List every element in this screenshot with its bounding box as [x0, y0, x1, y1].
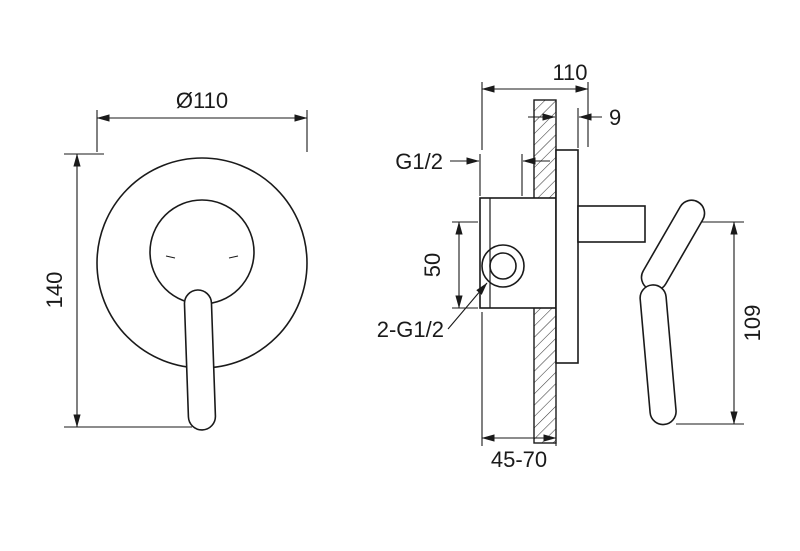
label-side-width: 110: [552, 60, 587, 85]
dim-side-width: 110: [481, 60, 589, 150]
dim-top-connection: G1/2: [395, 149, 550, 196]
dim-front-diameter: Ø110: [96, 88, 308, 152]
dim-front-height: 140: [42, 153, 192, 428]
label-front-height: 140: [42, 272, 67, 309]
inlet-port-outer-circle: [481, 244, 525, 288]
lever-handle-front: [183, 289, 217, 431]
dim-plate-thickness: 9: [528, 105, 621, 148]
label-inlet-connections: 2-G1/2: [377, 317, 444, 342]
front-view: Ø110 140: [42, 88, 308, 431]
detail-mark-right: [228, 255, 239, 259]
label-front-diameter: Ø110: [176, 88, 228, 113]
side-view: 110 9 G1/2 50 2-G1/2: [377, 60, 765, 472]
label-port-offset: 50: [420, 253, 445, 277]
label-installation-depth: 45-70: [491, 447, 547, 472]
dim-handle-drop: 109: [676, 221, 765, 425]
inlet-port-inner-circle: [489, 252, 517, 280]
dim-port-offset: 50: [420, 221, 478, 309]
detail-mark-left: [165, 255, 176, 259]
lever-arm-side: [640, 199, 706, 292]
dim-installation-depth: 45-70: [481, 312, 557, 472]
label-top-connection: G1/2: [395, 149, 443, 174]
label-handle-drop: 109: [740, 305, 765, 342]
valve-stem: [577, 205, 646, 243]
label-plate-thickness: 9: [609, 105, 621, 130]
valve-body: [479, 197, 557, 309]
handle-base-circle: [149, 199, 255, 305]
callout-inlet-connections: 2-G1/2: [377, 282, 488, 342]
lever-grip-side: [639, 284, 677, 426]
leader-line: [447, 282, 488, 330]
escutcheon-plate-side: [555, 149, 579, 364]
